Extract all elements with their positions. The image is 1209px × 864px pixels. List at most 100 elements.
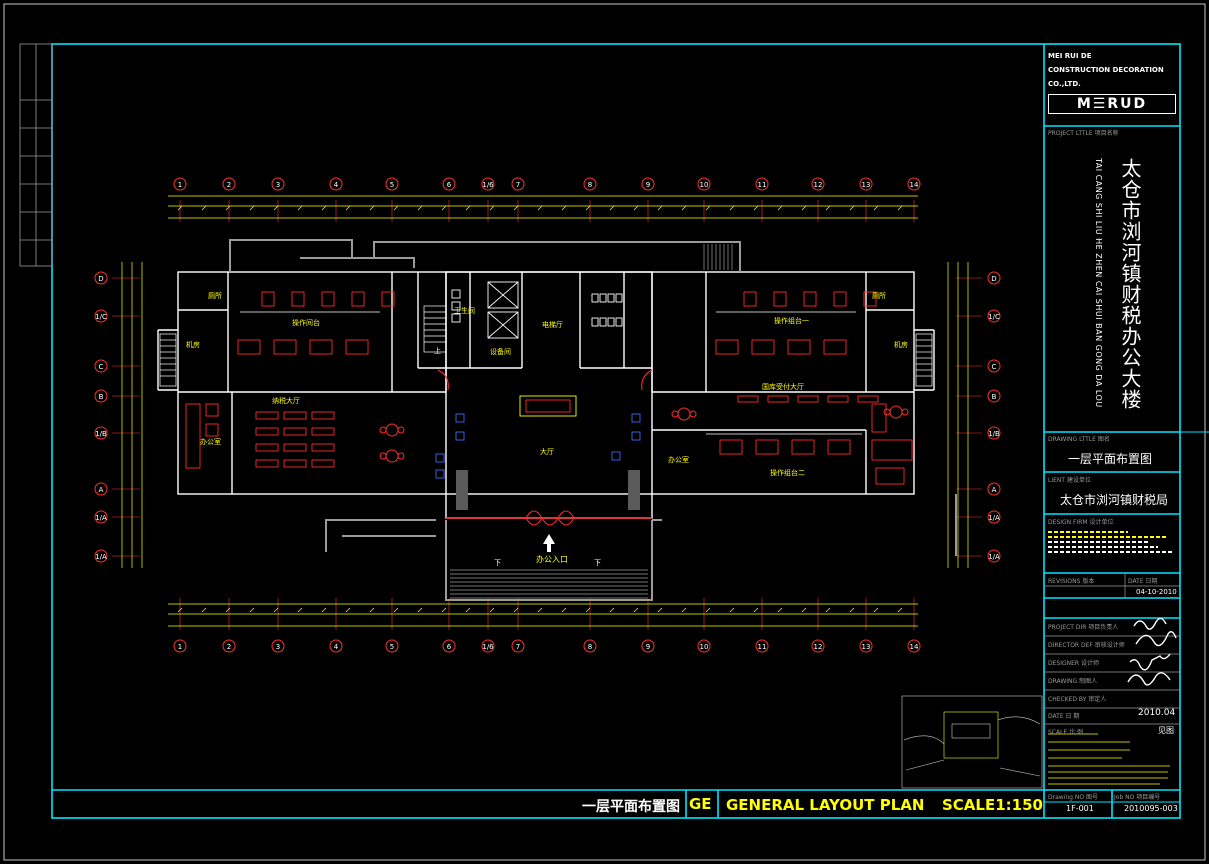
room-label: 机房 [186,341,200,349]
firm-name-line2: CONSTRUCTION DECORATION [1048,66,1164,74]
design-firm-label: DESIGN FIRM 设计单位 [1048,519,1114,526]
footer-drawing-title: 一层平面布置图 [582,799,680,815]
axis-label: 1/C [988,313,1000,321]
axis-bubble [987,271,1001,285]
footer-drawing-no-label: Drawing NO 图号 [1048,794,1098,801]
axis-label: 1/A [988,553,1000,561]
axis-label: 1/A [95,553,107,561]
footer-drawing-no: 1F-001 [1066,804,1094,813]
signoff-designer: DESIGNER 设计师 [1048,660,1099,667]
room-label: 国库受付大厅 [762,383,804,391]
axis-label: 2 [227,181,231,189]
axis-bubble [907,177,921,191]
axis-label: 4 [334,181,339,189]
elevator-shafts [487,281,519,339]
axis-label: 13 [862,643,871,651]
axis-label: 13 [862,181,871,189]
axis-label: 1/B [95,430,107,438]
axis-bubble [173,177,187,191]
room-label: 机房 [894,341,908,349]
axis-bubble [173,639,187,653]
axis-label: 2 [227,643,231,651]
signatures [1127,617,1177,686]
axis-bubble [385,639,399,653]
firm-name-line1: MEI RUI DE [1048,52,1092,60]
room-label: 纳税大厅 [272,397,300,405]
design-firm-details [1048,528,1174,568]
firm-logo: M☰RUD [1048,94,1176,114]
left-approval-strip [19,43,53,267]
axis-label: C [992,363,997,371]
axis-label: B [992,393,997,401]
project-label: PROJECT LTTLE 项目名称 [1048,130,1119,137]
signoff-scale: SCALE 比 例 [1048,729,1084,736]
axis-bubble [907,639,921,653]
room-label: 操作间台 [292,319,320,327]
furniture-layer [185,289,913,485]
axis-label: 9 [646,643,650,651]
axis-bubble [271,639,285,653]
project-title-pinyin: TAI CANG SHI LIU HE ZHEN CAI SHUI BAN GO… [1094,158,1103,408]
room-label: 操作组台一 [774,317,809,325]
axis-label: B [99,393,104,401]
axis-bubble [859,177,873,191]
axis-bubble [94,510,108,524]
entrance-doors [437,369,653,526]
axis-bubble [987,309,1001,323]
axis-bubble [442,639,456,653]
axis-bubble [511,639,525,653]
planter-hatch [456,470,640,510]
signoff-checked: CHECKED BY 审定人 [1048,696,1107,703]
axis-bubble [271,177,285,191]
axis-bubble [94,359,108,373]
site-walls [229,239,957,601]
axis-label: 10 [700,181,709,189]
drawing-title-label: DRAWING LTTLE 图名 [1048,436,1110,443]
signoff-drawing: DRAWING 制图人 [1048,678,1098,685]
axis-label: 3 [276,181,280,189]
firm-name-line3: CO.,LTD. [1048,80,1081,88]
axis-bubble [222,639,236,653]
room-label: 厕所 [872,292,886,300]
axis-label: 8 [588,181,592,189]
drawing-title: 一层平面布置图 [1068,452,1153,466]
axis-label: 1/6 [482,643,494,651]
axis-bubble [481,177,495,191]
axis-bubble [329,639,343,653]
site-key-plan [901,695,1043,789]
revisions-label: REVISIONS 版本 [1048,578,1095,585]
footer-job-no: 2010095-003 [1124,804,1178,813]
internal-stair [159,305,933,387]
revisions-date-label: DATE 日期 [1128,578,1158,585]
axis-label: 5 [390,181,394,189]
axis-bubble [94,389,108,403]
axis-label: 11 [758,643,767,651]
client-label: LIENT 建设单位 [1048,477,1091,484]
footer-job-no-label: Job NO 项目编号 [1114,794,1161,801]
axis-bubble [583,639,597,653]
axis-label: 1/6 [482,181,494,189]
axis-label: 1/A [95,514,107,522]
signoff-project-dir: PROJECT DIR 项目负责人 [1048,624,1119,631]
axis-label: 12 [814,181,823,189]
room-label: 电梯厅 [542,321,563,329]
axis-bubble [329,177,343,191]
axis-label: 1 [178,643,182,651]
axis-bubble [94,549,108,563]
room-label: 办公室 [668,456,689,464]
axis-label: 6 [447,643,452,651]
entry-arrow [543,534,555,552]
axis-label: C [99,363,104,371]
signoff-scale-value: 见图 [1158,726,1174,735]
footer-scale: SCALE1:150 [942,796,1043,814]
axis-bubble [94,271,108,285]
axis-label: 10 [700,643,709,651]
axis-bubble [94,309,108,323]
axis-bubble [987,426,1001,440]
project-title-cn: 太仓市浏河镇财税办公大楼 [1118,158,1142,410]
stair-up-label: 上 [434,347,441,355]
signoff-date: DATE 日 期 [1048,713,1080,720]
axis-label: 8 [588,643,592,651]
axis-bubble [641,177,655,191]
entrance-stairs [450,244,733,599]
